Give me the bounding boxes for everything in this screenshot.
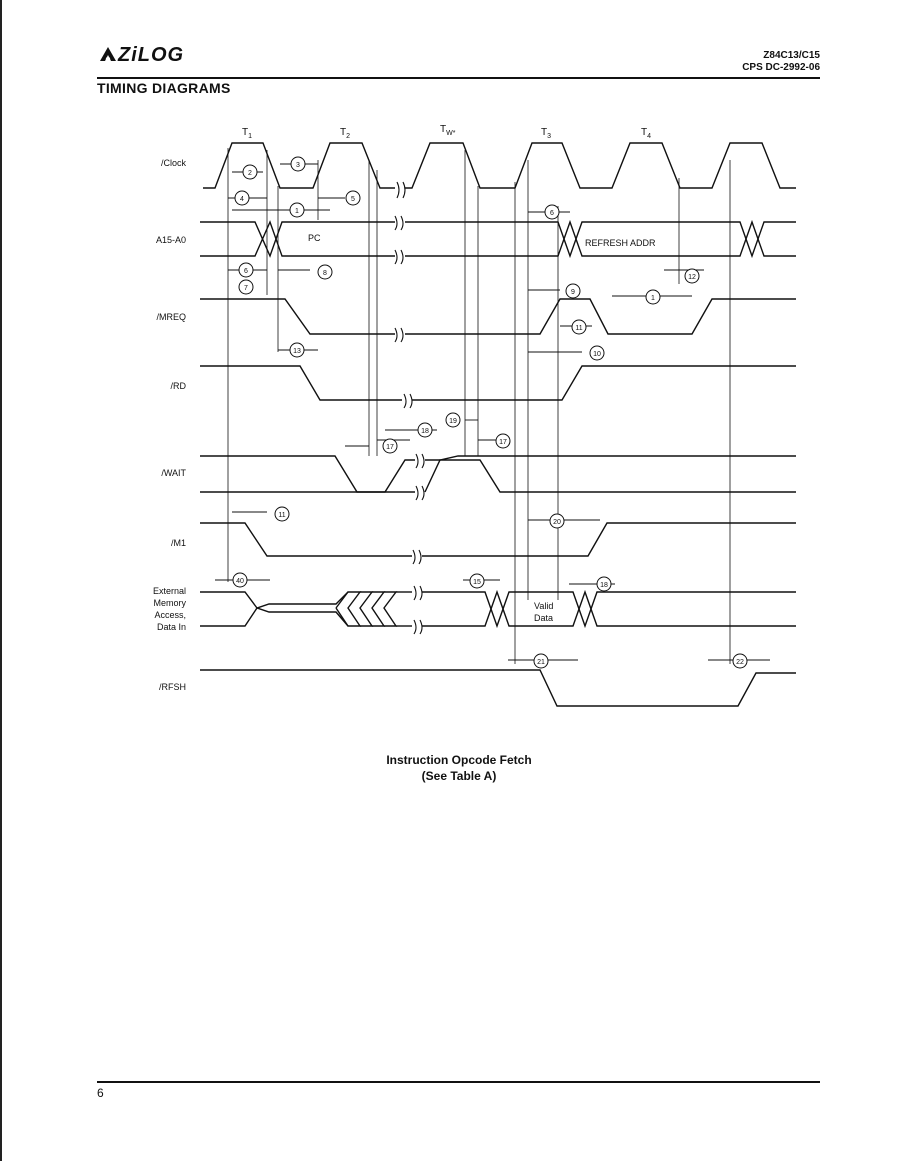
clock-waveform — [203, 142, 395, 189]
mreq-waveform-2 — [405, 298, 796, 335]
param-label: 6 — [244, 268, 248, 275]
param-labels: 2 3 4 1 5 6 6 7 8 9 1 12 11 13 10 17 18 … — [236, 162, 744, 666]
param-label: 2 — [248, 170, 252, 177]
data-hatch-4 — [383, 591, 398, 627]
mreq-waveform — [200, 298, 395, 335]
timing-diagram: 2 3 4 1 5 6 6 7 8 9 1 12 11 13 10 17 18 … — [153, 124, 796, 707]
data-in-bot — [200, 607, 349, 627]
state-label-t2: T2 — [340, 127, 350, 140]
m1-waveform — [200, 522, 412, 557]
param-label: 20 — [553, 519, 561, 526]
signal-label-wait: /WAIT — [161, 468, 186, 478]
signal-label-ext4: Data In — [157, 622, 186, 632]
param-label: 5 — [351, 196, 355, 203]
param-label: 7 — [244, 285, 248, 292]
param-label: 6 — [550, 210, 554, 217]
wait-top — [200, 455, 415, 493]
figure-caption: Instruction Opcode Fetch (See Table A) — [330, 752, 588, 784]
part-number: Z84C13/C15 — [763, 50, 820, 61]
bus-label-data: Data — [534, 613, 553, 623]
data-hatch — [335, 591, 362, 627]
param-circles — [232, 156, 748, 669]
param-label: 10 — [593, 351, 601, 358]
param-label: 11 — [575, 325, 582, 332]
data-in-bot-3 — [422, 589, 796, 627]
signal-label-address: A15-A0 — [156, 235, 186, 245]
bus-label-pc: PC — [308, 233, 321, 243]
param-label: 17 — [386, 444, 394, 451]
signal-label-m1: /M1 — [171, 538, 186, 548]
param-label: 1 — [651, 295, 655, 302]
signal-label-ext3: Access, — [154, 610, 186, 620]
rd-waveform — [200, 365, 402, 401]
data-in-top — [200, 591, 349, 609]
clock-state-labels: T1 T2 TW* T3 T4 — [242, 124, 651, 140]
state-label-t1: T1 — [242, 127, 252, 140]
m1-waveform-2 — [422, 522, 796, 557]
signal-label-rfsh: /RFSH — [159, 682, 186, 692]
signal-label-ext1: External — [153, 586, 186, 596]
break-marks — [394, 181, 425, 635]
param-label: 18 — [600, 582, 608, 589]
wait-bot-2 — [424, 459, 796, 493]
caption-line2: (See Table A) — [421, 769, 497, 783]
header-rule — [97, 77, 820, 79]
param-label: 19 — [449, 418, 457, 425]
rd-waveform-2 — [412, 365, 796, 401]
addr-bus-top — [200, 221, 395, 258]
state-label-tw: TW* — [440, 124, 456, 137]
param-label: 15 — [473, 579, 481, 586]
addr-bus-top-2 — [405, 221, 796, 259]
page-number: 6 — [97, 1086, 104, 1100]
reference-lines — [227, 148, 731, 664]
part-number-block: Z84C13/C15 CPS DC-2992-06 — [742, 50, 820, 74]
param-label: 22 — [736, 659, 744, 666]
bus-labels: PC REFRESH ADDR Valid Data — [308, 233, 656, 623]
rfsh-waveform — [200, 669, 796, 707]
state-label-t4: T4 — [641, 127, 651, 140]
param-label: 11 — [278, 512, 285, 519]
page-left-edge — [0, 0, 2, 1161]
signal-label-clock: /Clock — [161, 158, 187, 168]
param-label: 4 — [240, 196, 244, 203]
state-label-t3: T3 — [541, 127, 551, 140]
bus-label-refresh: REFRESH ADDR — [585, 238, 656, 248]
param-label: 1 — [295, 208, 299, 215]
signal-labels: /Clock A15-A0 /MREQ /RD /WAIT /M1 Extern… — [153, 158, 187, 692]
data-in-top-3 — [422, 591, 796, 629]
caption-line1: Instruction Opcode Fetch — [386, 753, 532, 767]
logo-wordmark: ZiLOG — [118, 44, 185, 66]
bus-label-valid: Valid — [534, 601, 553, 611]
param-label: 8 — [323, 270, 327, 277]
param-label: 21 — [537, 659, 545, 666]
section-title: TIMING DIAGRAMS — [97, 80, 231, 96]
signal-label-ext2: Memory — [153, 598, 186, 608]
param-label: 17 — [499, 439, 507, 446]
param-label: 12 — [688, 274, 696, 281]
param-label: 9 — [571, 289, 575, 296]
footer-rule — [97, 1081, 820, 1083]
signal-label-mreq: /MREQ — [156, 312, 186, 322]
timing-arrows — [215, 163, 770, 661]
addr-bus-bot — [200, 220, 395, 257]
data-hatch-3 — [371, 591, 386, 627]
wait-top-2 — [425, 455, 796, 461]
zilog-logo-icon — [100, 47, 116, 62]
clock-waveform-2 — [405, 142, 796, 189]
signal-label-rd: /RD — [171, 381, 187, 391]
data-hatch-2 — [359, 591, 374, 627]
addr-bus-bot-2 — [405, 219, 796, 257]
doc-code: CPS DC-2992-06 — [742, 62, 820, 73]
param-label: 18 — [421, 428, 429, 435]
param-label: 40 — [236, 578, 244, 585]
param-label: 3 — [296, 162, 300, 169]
param-label: 13 — [293, 348, 301, 355]
